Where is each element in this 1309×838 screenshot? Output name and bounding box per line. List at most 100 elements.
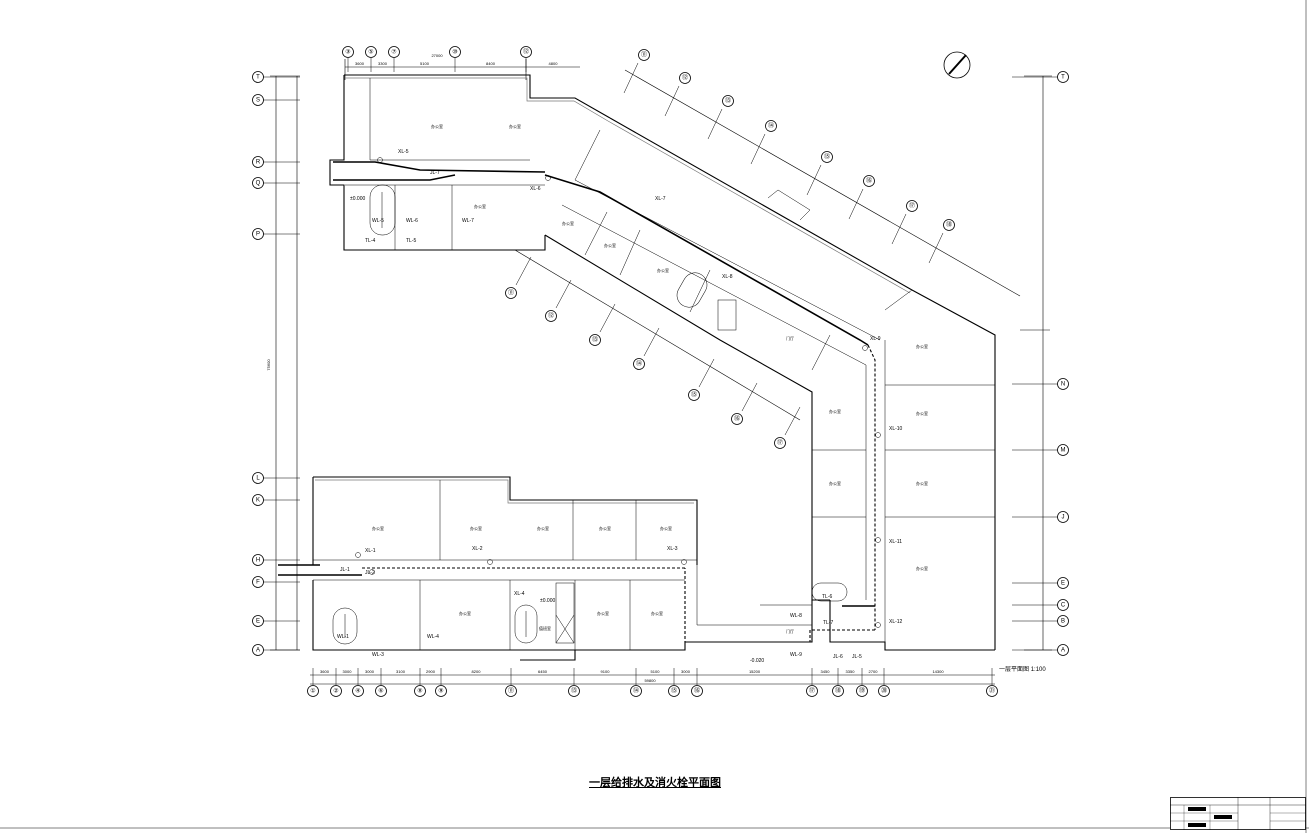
tag-xl-3: XL-3 xyxy=(667,546,678,552)
dimension-text: 2900 xyxy=(426,669,436,674)
dimension-text: 3450 xyxy=(821,669,831,674)
svg-text:Q: Q xyxy=(256,181,261,187)
grid-bubble-left: A xyxy=(252,644,264,656)
grid-bubble-diagonal-inner: ⑰ xyxy=(774,437,786,449)
svg-text:⑫: ⑫ xyxy=(523,48,529,56)
grid-bubble-diagonal-outer: ⑭ xyxy=(765,120,777,132)
room-label: 办公室 xyxy=(604,242,616,248)
svg-text:⑪: ⑪ xyxy=(508,687,514,695)
room-label: 办公室 xyxy=(431,123,443,129)
svg-text:⑬: ⑬ xyxy=(571,687,577,695)
room-labels: 办公室 办公室 办公室 办公室 办公室 办公室 门厅 办公室 办公室 办公室 办… xyxy=(350,123,928,664)
grid-bubble-bottom: ⑲ xyxy=(856,685,868,697)
room-label: 办公室 xyxy=(916,565,928,571)
tag-xl-9: XL-9 xyxy=(870,336,881,342)
right-dimension-chain xyxy=(1020,75,1052,651)
dimension-text: 15200 xyxy=(749,669,761,674)
grid-bubble-left: F xyxy=(252,576,264,588)
tag-wl-7: WL-7 xyxy=(462,218,474,224)
grid-bubble-diagonal-outer: ⑪ xyxy=(638,49,650,61)
grid-bubble-bottom: ④ xyxy=(352,685,364,697)
diag-dim-outer xyxy=(624,69,1021,297)
svg-text:⑤: ⑤ xyxy=(368,49,373,56)
grid-bubble-diagonal-outer: ⑮ xyxy=(821,151,833,163)
grid-bubble-right: C xyxy=(1057,599,1069,611)
tag-tl-6: TL-6 xyxy=(822,594,833,600)
grid-bubble-diagonal-outer: ⑫ xyxy=(679,72,691,84)
grid-bubble-right: M xyxy=(1057,444,1069,456)
tag-xl-2: XL-2 xyxy=(472,546,483,552)
tag-wl-3: WL-3 xyxy=(372,652,384,658)
dimension-text: 3300 xyxy=(378,61,388,66)
svg-text:N: N xyxy=(1061,382,1065,388)
grid-bubbles-top: ③ ⑤ ⑦ ⑩ ⑫ xyxy=(342,46,532,72)
room-label: 办公室 xyxy=(829,408,841,414)
dimension-text: 2700 xyxy=(869,669,879,674)
grid-bubble-bottom: ② xyxy=(330,685,342,697)
svg-text:⑫: ⑫ xyxy=(548,312,554,320)
dimension-text: 3100 xyxy=(396,669,406,674)
grid-bubble-top: ⑫ xyxy=(520,46,532,58)
tag-wl-8: WL-8 xyxy=(790,613,802,619)
room-label: 值班室 xyxy=(539,625,551,631)
svg-text:⑥: ⑥ xyxy=(378,688,383,695)
bottom-dimension-chain: 59800 xyxy=(310,674,995,685)
tag-xl-4: XL-4 xyxy=(514,591,525,597)
room-label: 办公室 xyxy=(470,525,482,531)
svg-text:M: M xyxy=(1061,448,1066,454)
tag-wl-1: WL-1 xyxy=(337,634,349,640)
bay-window xyxy=(767,189,811,221)
grid-bubble-bottom: ㉑ xyxy=(986,685,998,697)
grid-bubble-diagonal-inner: ⑯ xyxy=(731,413,743,425)
svg-text:⑭: ⑭ xyxy=(633,687,639,695)
grid-bubbles-diagonal-outer: ⑪ ⑫ ⑬ ⑭ ⑮ ⑯ ⑰ ⑱ xyxy=(623,49,955,264)
svg-text:⑮: ⑮ xyxy=(824,153,830,161)
grid-bubble-left: R xyxy=(252,156,264,168)
tag-wl-9: WL-9 xyxy=(790,652,802,658)
north-arrow-icon xyxy=(943,51,971,79)
title-block xyxy=(1170,797,1306,830)
svg-text:L: L xyxy=(256,476,260,482)
grid-bubble-bottom: ⑥ xyxy=(375,685,387,697)
grid-bubble-top: ⑤ xyxy=(365,46,377,58)
water-pipes xyxy=(278,161,876,643)
grid-bubble-right: A xyxy=(1057,644,1069,656)
room-label: 办公室 xyxy=(916,480,928,486)
svg-text:⑦: ⑦ xyxy=(391,49,396,56)
svg-text:H: H xyxy=(256,558,260,564)
svg-text:⑬: ⑬ xyxy=(592,336,598,344)
dimension-text: 14300 xyxy=(932,669,944,674)
svg-text:⑱: ⑱ xyxy=(946,221,952,229)
svg-text:T: T xyxy=(256,75,260,81)
grid-bubble-diagonal-outer: ⑯ xyxy=(863,175,875,187)
svg-text:⑨: ⑨ xyxy=(438,688,443,695)
room-label: 办公室 xyxy=(474,203,486,209)
svg-text:T: T xyxy=(1061,75,1065,81)
svg-text:⑰: ⑰ xyxy=(909,202,915,210)
svg-text:③: ③ xyxy=(345,49,350,56)
riser-symbols xyxy=(355,157,881,628)
svg-text:A: A xyxy=(256,648,260,654)
svg-text:S: S xyxy=(256,98,260,104)
grid-bubble-diagonal-outer: ⑬ xyxy=(722,95,734,107)
svg-text:⑪: ⑪ xyxy=(641,51,647,59)
svg-text:⑬: ⑬ xyxy=(725,97,731,105)
grid-bubble-right: N xyxy=(1057,378,1069,390)
grid-bubble-diagonal-outer: ⑰ xyxy=(906,200,918,212)
grid-bubble-bottom: ⑭ xyxy=(630,685,642,697)
room-label: 办公室 xyxy=(372,525,384,531)
tag-jl-6: JL-6 xyxy=(833,654,843,660)
grid-bubble-bottom: ⑮ xyxy=(668,685,680,697)
tag-jl-2: JL-2 xyxy=(365,570,375,576)
svg-text:F: F xyxy=(256,580,260,586)
tag-tl-5: TL-5 xyxy=(406,238,417,244)
grid-bubble-top: ⑩ xyxy=(449,46,461,58)
grid-bubble-diagonal-inner: ⑪ xyxy=(505,287,517,299)
svg-text:⑲: ⑲ xyxy=(859,687,865,695)
grid-bubble-right: T xyxy=(1057,71,1069,83)
